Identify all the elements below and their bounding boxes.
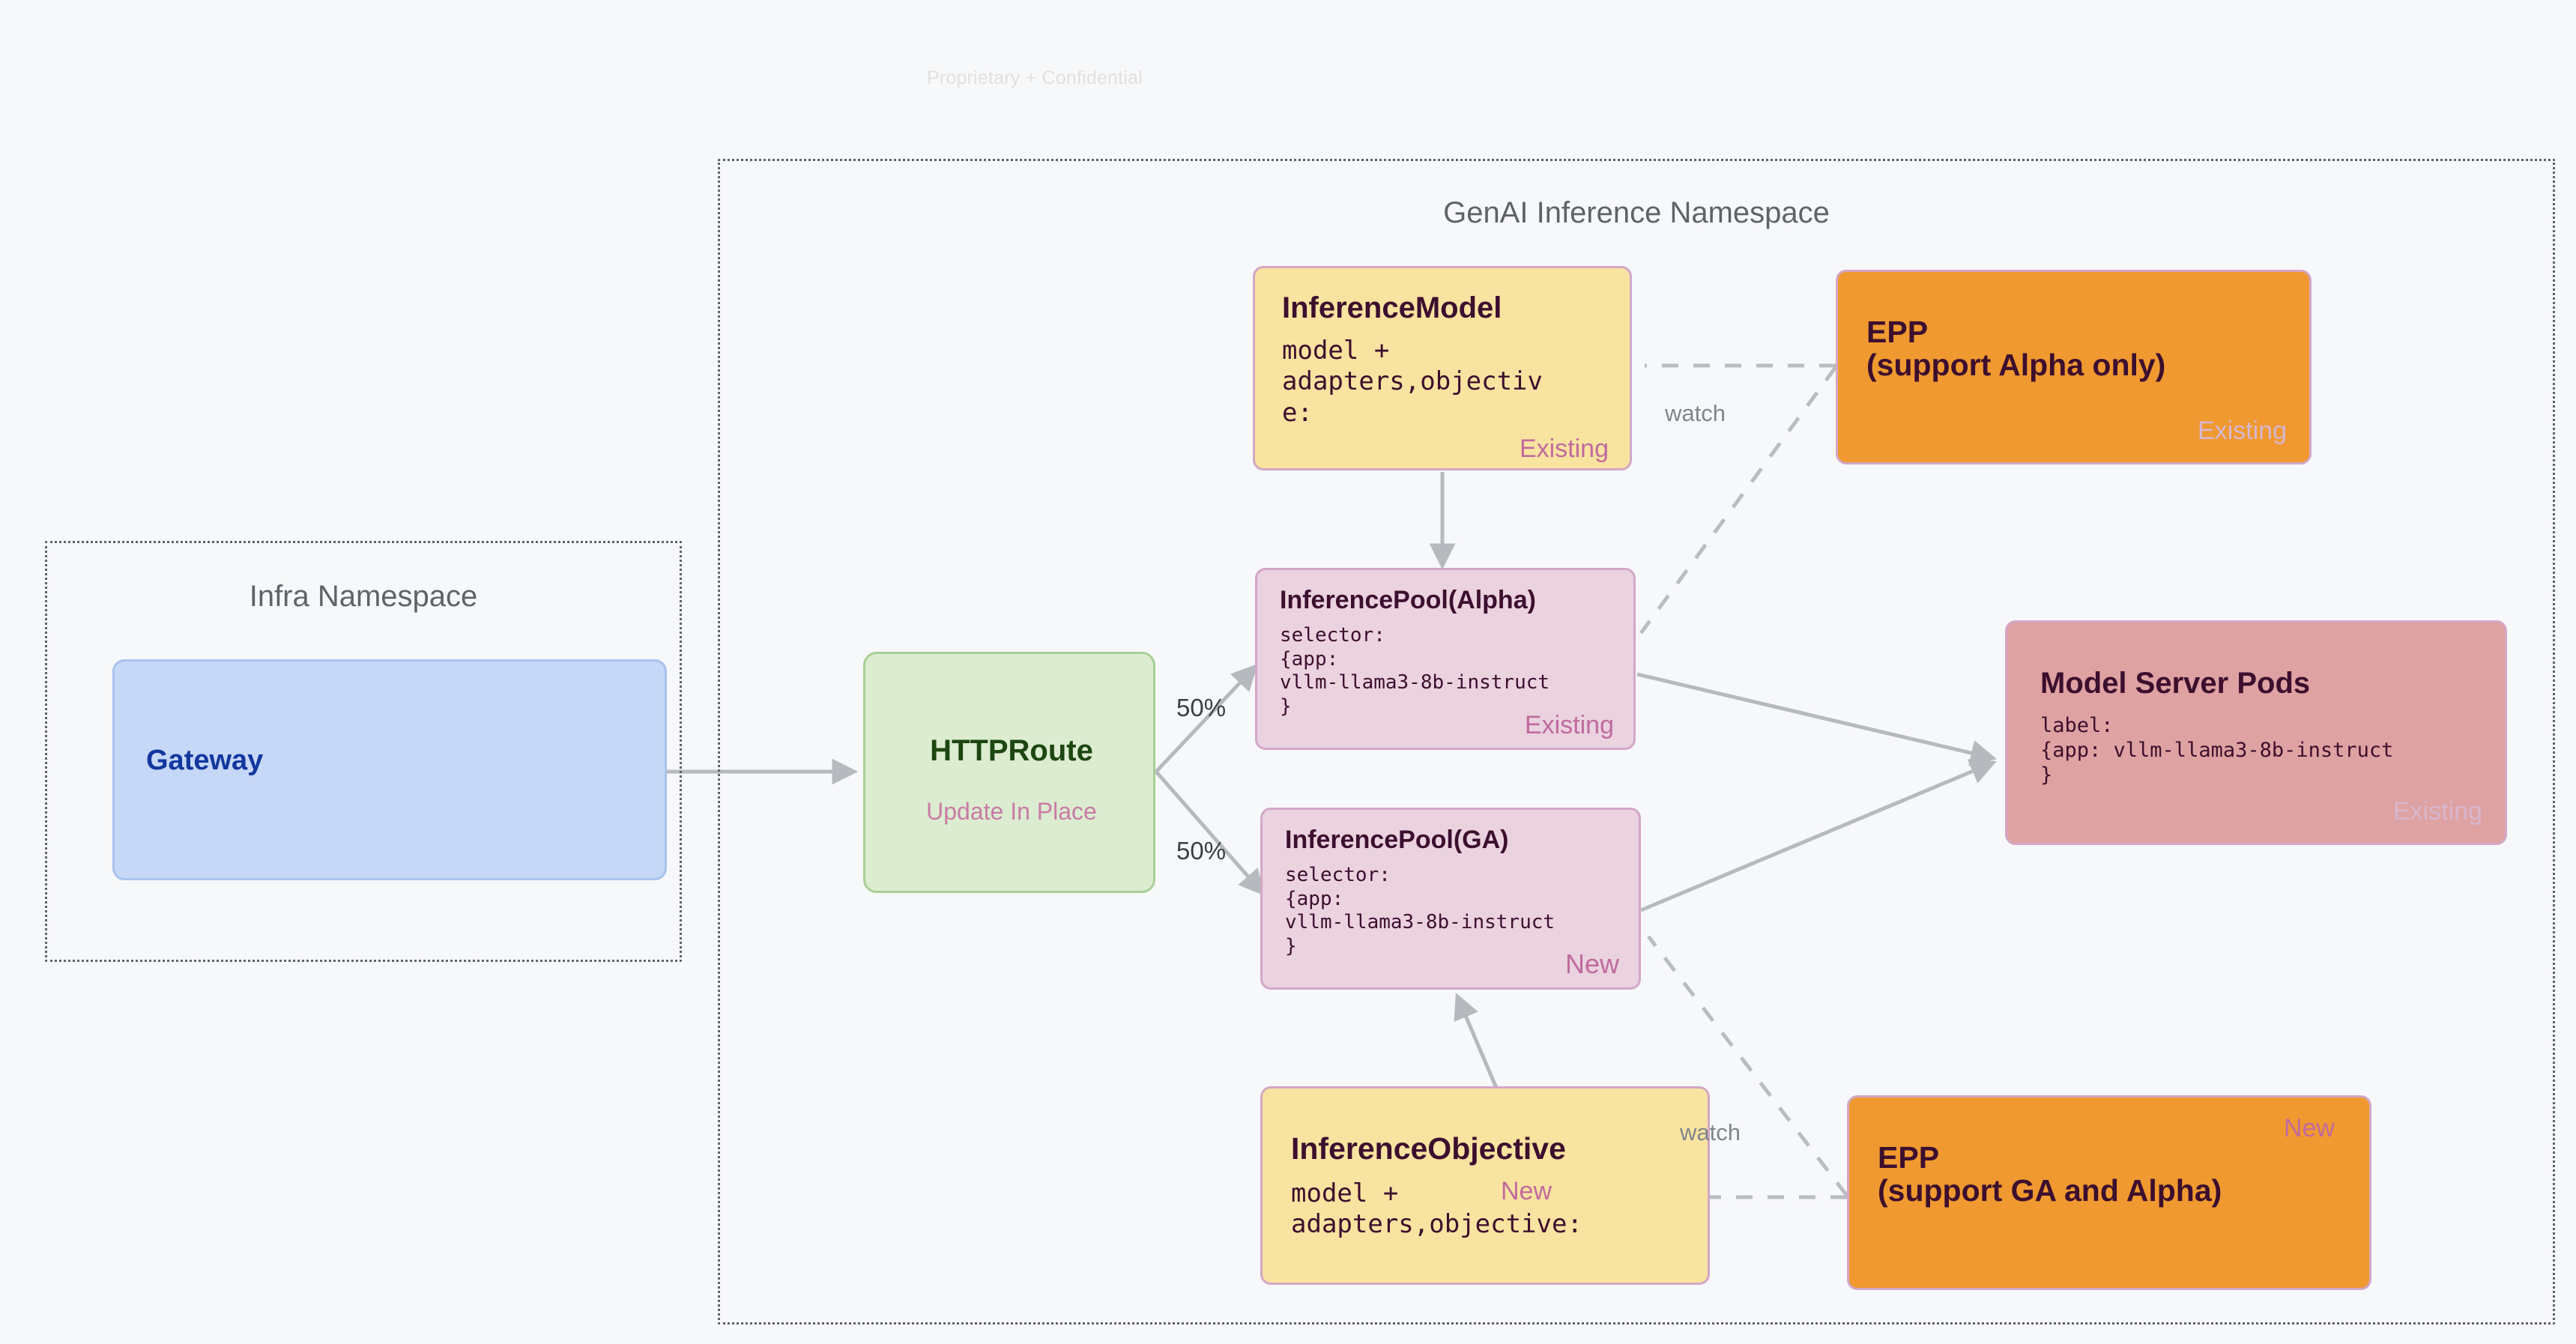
model-server-pods-status-tag: Existing <box>2392 797 2482 826</box>
gateway-node[interactable]: Gateway <box>112 659 667 880</box>
inference-objective-status-tag: New <box>1501 1177 1552 1205</box>
gateway-title: Gateway <box>146 745 264 776</box>
inference-model-body: model + adapters,objectiv e: <box>1282 336 1543 428</box>
inference-pool-ga-status-tag: New <box>1564 948 1619 979</box>
watch-label-bottom: watch <box>1680 1119 1741 1145</box>
model-server-pods-body: label: {app: vllm-llama3-8b-instruct } <box>2040 714 2394 787</box>
httproute-status-tag: Update In Place <box>926 798 1097 825</box>
inference-pool-alpha-body: selector: {app: vllm-llama3-8b-instruct … <box>1280 624 1550 718</box>
inference-objective-node[interactable]: InferenceObjective model + adapters,obje… <box>1260 1086 1710 1285</box>
model-server-pods-node[interactable]: Model Server Pods label: {app: vllm-llam… <box>2005 620 2507 845</box>
epp-ga-title: EPP (support GA and Alpha) <box>1878 1140 2222 1208</box>
infra-namespace-container <box>45 541 682 962</box>
inference-pool-ga-node[interactable]: InferencePool(GA) selector: {app: vllm-l… <box>1260 808 1641 990</box>
httproute-node[interactable]: HTTPRoute Update In Place <box>863 652 1155 893</box>
inference-model-status-tag: Existing <box>1519 435 1609 463</box>
epp-alpha-node[interactable]: EPP (support Alpha only) Existing <box>1836 270 2312 464</box>
model-server-pods-title: Model Server Pods <box>2040 667 2311 700</box>
inference-model-node[interactable]: InferenceModel model + adapters,objectiv… <box>1253 266 1632 470</box>
epp-ga-status-tag: New <box>2283 1114 2335 1142</box>
inference-pool-ga-title: InferencePool(GA) <box>1285 826 1509 854</box>
inference-model-title: InferenceModel <box>1282 291 1502 324</box>
epp-alpha-title: EPP (support Alpha only) <box>1866 315 2166 383</box>
inference-pool-ga-body: selector: {app: vllm-llama3-8b-instruct … <box>1285 864 1555 958</box>
genai-namespace-title: GenAI Inference Namespace <box>1443 196 1830 229</box>
inference-objective-title: InferenceObjective <box>1291 1131 1566 1166</box>
epp-alpha-status-tag: Existing <box>2197 417 2287 445</box>
infra-namespace-title: Infra Namespace <box>249 580 478 613</box>
confidential-notice: Proprietary + Confidential <box>927 67 1143 88</box>
epp-ga-node[interactable]: EPP (support GA and Alpha) New <box>1847 1095 2371 1290</box>
inference-pool-alpha-title: InferencePool(Alpha) <box>1280 586 1536 614</box>
httproute-title: HTTPRoute <box>930 734 1093 767</box>
split-label-bottom: 50% <box>1176 837 1227 865</box>
inference-objective-body: model + adapters,objective: <box>1291 1178 1582 1240</box>
split-label-top: 50% <box>1176 694 1227 721</box>
genai-namespace-container <box>718 159 2555 1325</box>
inference-pool-alpha-status-tag: Existing <box>1524 711 1614 739</box>
watch-label-top: watch <box>1665 400 1726 426</box>
inference-pool-alpha-node[interactable]: InferencePool(Alpha) selector: {app: vll… <box>1255 568 1636 750</box>
